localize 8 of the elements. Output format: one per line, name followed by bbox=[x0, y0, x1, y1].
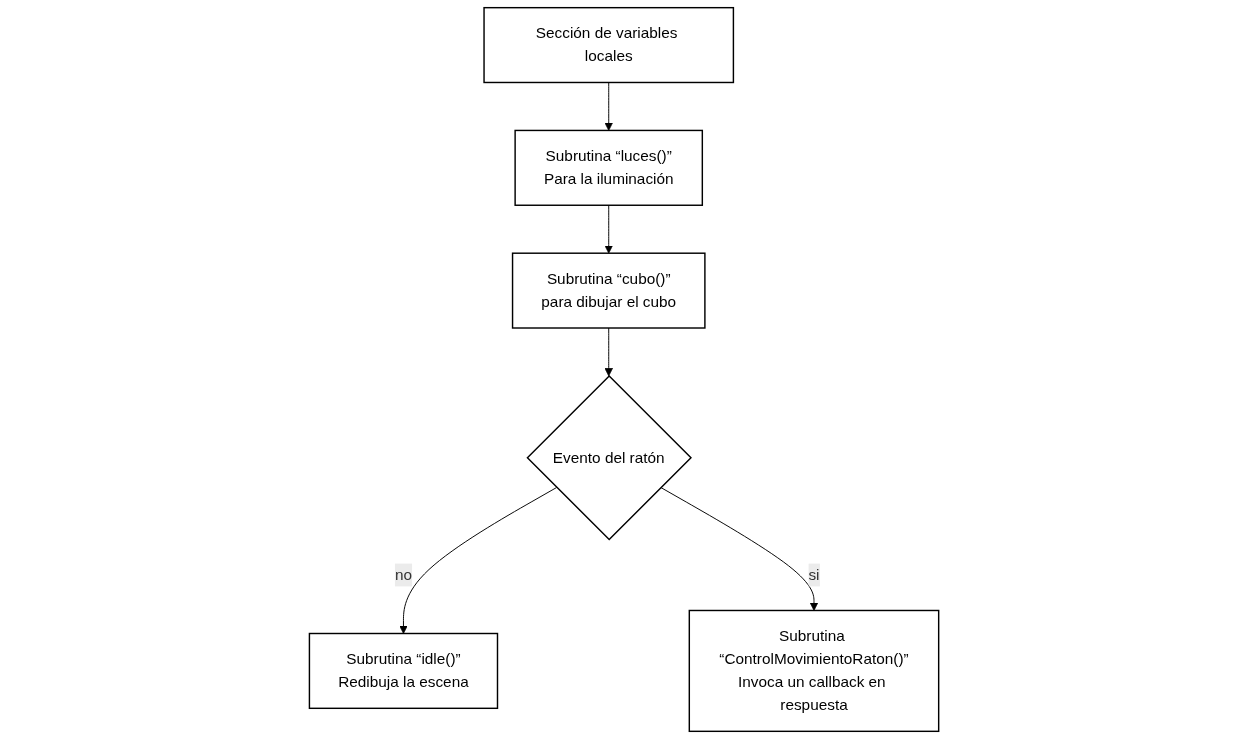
edge-label: si bbox=[808, 566, 820, 583]
node-box: Subrutina “luces()” Para la iluminación bbox=[514, 129, 704, 206]
node-diamond: Evento del ratón bbox=[526, 374, 693, 541]
edge-label: no bbox=[395, 566, 413, 583]
node-box: Subrutina “ControlMovimientoRaton()” Invoca un callback en respuesta bbox=[689, 609, 940, 733]
node-box: Sección de variables locales bbox=[483, 6, 735, 84]
node-box: Subrutina “idle()” Redibuja la escena bbox=[309, 632, 499, 710]
node-box: Subrutina “cubo()” para dibujar el cubo bbox=[512, 252, 707, 329]
